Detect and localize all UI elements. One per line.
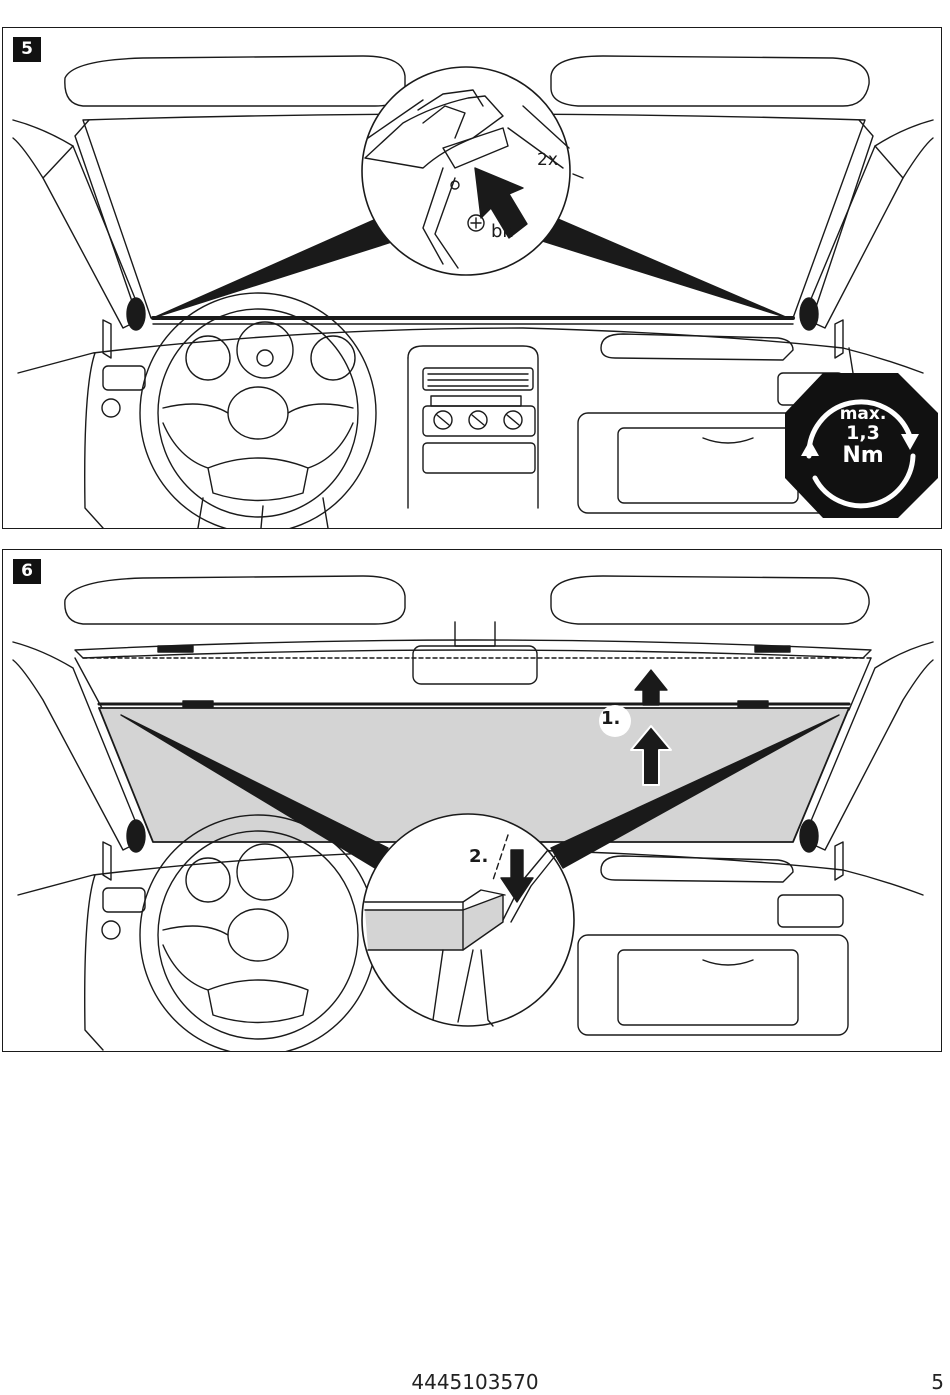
step-5-panel: 5 2x bk max. 1,3 Nm [2, 27, 942, 529]
step-6-panel: 6 1. 2. [2, 549, 942, 1052]
step-6-illustration [3, 550, 941, 1051]
detail-magnifier-6 [362, 814, 574, 1026]
step-1-label: 1. [601, 708, 620, 729]
page-number: 5 [931, 1370, 944, 1394]
left-a-pillar [13, 120, 143, 328]
roller-shade-top [75, 640, 871, 658]
left-sun-visor [65, 56, 405, 106]
step-number-badge: 5 [13, 37, 41, 62]
step-5-illustration [3, 28, 941, 528]
screw-label: bk [491, 221, 513, 242]
right-sun-visor [551, 56, 869, 106]
step-number-badge: 6 [13, 559, 41, 584]
steering-wheel [140, 293, 376, 528]
detail-pointer-left [153, 216, 398, 318]
rearview-mirror [455, 622, 495, 646]
torque-text: max. 1,3 Nm [823, 406, 903, 467]
torque-line-3: Nm [823, 444, 903, 467]
article-number: 4445103570 [0, 1370, 950, 1394]
count-label: 2x [537, 150, 558, 170]
dashboard [18, 328, 923, 373]
detail-magnifier [362, 67, 570, 275]
step-2-label: 2. [469, 846, 488, 867]
detail-pointer-right [539, 216, 788, 318]
torque-line-2: 1,3 [823, 424, 903, 444]
up-arrow-icon [635, 670, 667, 705]
